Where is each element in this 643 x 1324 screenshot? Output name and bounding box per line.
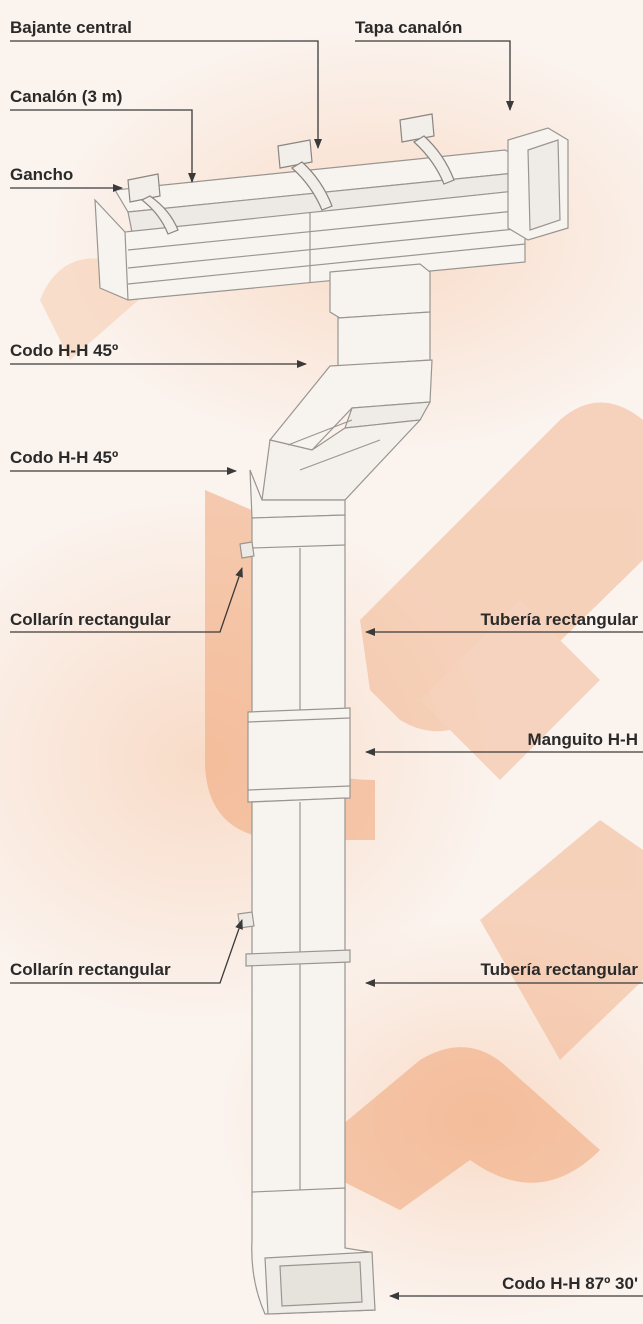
- label-collarin-upper: Collarín rectangular: [10, 610, 171, 629]
- label-canalon: Canalón (3 m): [10, 87, 122, 106]
- collar-upper-graphic: [240, 542, 254, 558]
- label-codo-87: Codo H-H 87º 30': [502, 1274, 638, 1293]
- label-bajante-central: Bajante central: [10, 18, 132, 37]
- pipe-lower: [252, 798, 345, 1196]
- label-tuberia-lower: Tubería rectangular: [481, 960, 639, 979]
- label-manguito: Manguito H-H: [528, 730, 638, 749]
- label-codo-45-lower: Codo H-H 45º: [10, 448, 118, 467]
- label-collarin-lower: Collarín rectangular: [10, 960, 171, 979]
- label-gancho: Gancho: [10, 165, 73, 184]
- label-tuberia-upper: Tubería rectangular: [481, 610, 639, 629]
- label-tapa-canalon: Tapa canalón: [355, 18, 462, 37]
- label-codo-45-upper: Codo H-H 45º: [10, 341, 118, 360]
- gutter-outlet: [330, 264, 430, 318]
